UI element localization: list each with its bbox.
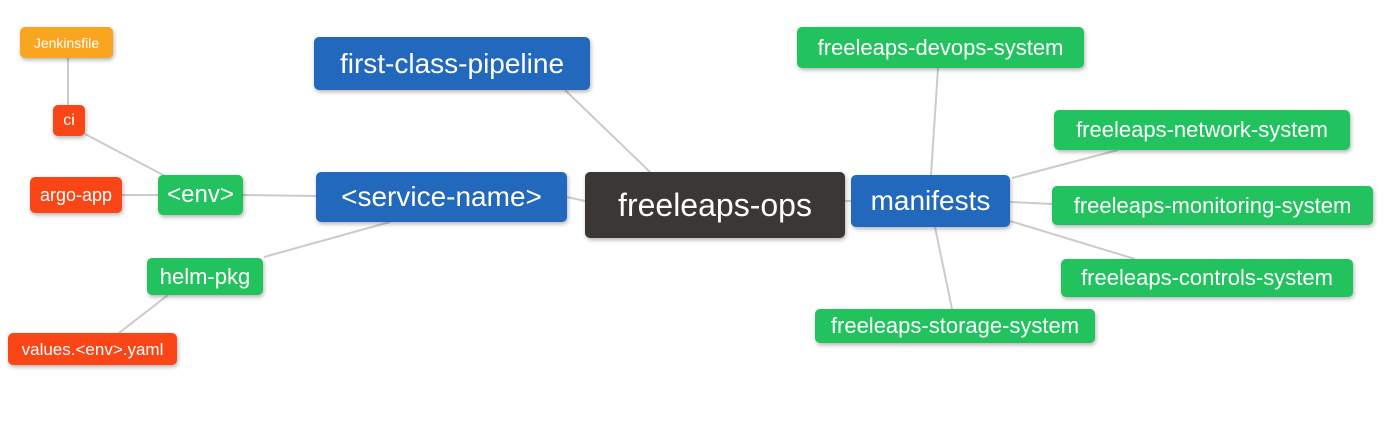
mindmap-node-network-system[interactable]: freeleaps-network-system: [1054, 110, 1350, 150]
mindmap-node-manifests[interactable]: manifests: [851, 175, 1010, 227]
mindmap-node-service-name[interactable]: <service-name>: [316, 172, 567, 222]
mindmap-node-jenkinsfile[interactable]: Jenkinsfile: [20, 27, 113, 58]
mindmap-node-ci[interactable]: ci: [53, 105, 85, 136]
mindmap-node-first-class-pipeline[interactable]: first-class-pipeline: [314, 37, 590, 90]
mindmap-node-devops-system[interactable]: freeleaps-devops-system: [797, 27, 1084, 68]
mindmap-node-storage-system[interactable]: freeleaps-storage-system: [815, 309, 1095, 343]
mindmap-node-helm-pkg[interactable]: helm-pkg: [147, 258, 263, 295]
mindmap-node-monitoring-system[interactable]: freeleaps-monitoring-system: [1052, 186, 1373, 225]
mindmap-node-values-env-yaml[interactable]: values.<env>.yaml: [8, 333, 177, 365]
mindmap-node-freeleaps-ops[interactable]: freeleaps-ops: [585, 172, 845, 238]
mindmap-node-controls-system[interactable]: freeleaps-controls-system: [1061, 259, 1353, 297]
mindmap-node-argo-app[interactable]: argo-app: [30, 177, 122, 213]
mindmap-node-env[interactable]: <env>: [158, 175, 243, 215]
